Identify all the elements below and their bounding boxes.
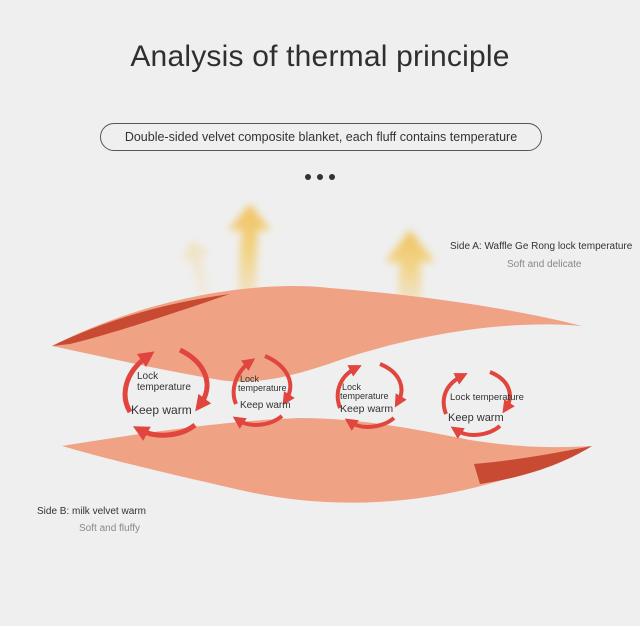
- dot: [317, 174, 323, 180]
- cycle-lock-label: Lock temperature: [450, 392, 524, 403]
- cycle-arrow-icon: [178, 347, 212, 412]
- heat-arrows: [181, 204, 435, 310]
- blanket-top-layer: [52, 286, 582, 382]
- cycle-lock-label: Lock: [137, 371, 159, 382]
- side-a-sub: Soft and delicate: [507, 259, 582, 270]
- side-b-sub: Soft and fluffy: [79, 523, 140, 534]
- page-title: Analysis of thermal principle: [130, 40, 510, 73]
- cycle-group-4: Lock temperature Keep warm: [441, 370, 524, 439]
- heat-arrow-icon: [385, 230, 435, 310]
- cycle-keep-label: Keep warm: [448, 412, 504, 424]
- cycle-group-2: Lock temperature Keep warm: [231, 354, 295, 429]
- cycle-arrow-icon: [264, 354, 295, 406]
- dot: [305, 174, 311, 180]
- cycle-lock-label: Lock: [240, 374, 260, 384]
- dot: [329, 174, 335, 180]
- banner-caption: Double-sided velvet composite blanket, e…: [100, 123, 542, 151]
- cycle-keep-label: Keep warm: [131, 403, 192, 417]
- cycle-arrow-icon: [132, 422, 197, 441]
- cycle-arrow-icon: [344, 416, 396, 431]
- cycle-arrow-icon: [335, 365, 362, 409]
- side-a-label: Side A: Waffle Ge Rong lock temperature: [450, 241, 633, 252]
- cycle-keep-label: Keep warm: [240, 400, 291, 411]
- cycle-group-3: Lock temperature Keep warm: [335, 362, 407, 431]
- cycle-keep-label: Keep warm: [340, 403, 393, 415]
- cycle-arrow-icon: [379, 362, 407, 408]
- cycle-arrow-icon: [231, 358, 256, 405]
- ellipsis-dots-icon: [300, 174, 340, 184]
- cycle-group-1: Lock temperature Keep warm: [122, 347, 212, 441]
- cycle-lock-label: Lock: [342, 382, 362, 392]
- cycle-lock-label: temperature: [238, 383, 287, 393]
- heat-arrow-icon: [181, 240, 212, 300]
- heat-arrow-icon: [228, 204, 271, 310]
- cycle-arrow-icon: [122, 351, 155, 414]
- cycle-lock-label: temperature: [340, 391, 389, 401]
- cycle-arrow-icon: [441, 373, 468, 415]
- blanket-bottom-layer: [62, 418, 592, 503]
- cycle-arrow-icon: [232, 414, 284, 429]
- cycle-arrow-icon: [450, 424, 502, 439]
- side-b-label: Side B: milk velvet warm: [37, 506, 146, 517]
- cycle-lock-label: temperature: [137, 382, 191, 393]
- cycle-arrow-icon: [489, 370, 515, 414]
- banner-text: Double-sided velvet composite blanket, e…: [124, 130, 518, 144]
